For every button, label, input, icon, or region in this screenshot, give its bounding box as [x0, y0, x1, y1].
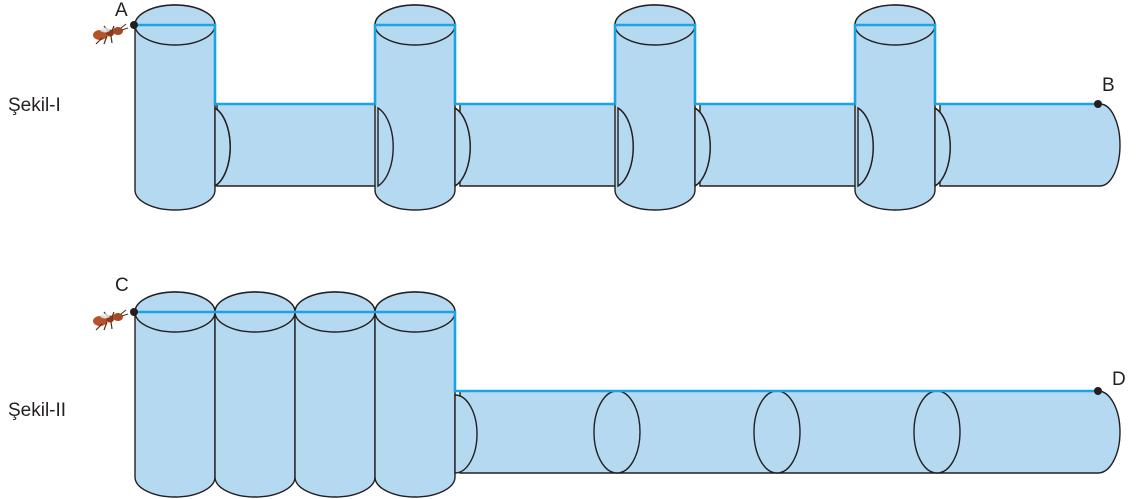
ant-icon — [92, 309, 129, 331]
point-a — [130, 21, 138, 29]
point-d-label: D — [1112, 369, 1126, 390]
tube-segment — [459, 103, 641, 187]
tube-cap — [617, 106, 634, 188]
tube-segment — [699, 103, 881, 187]
figure-1-tube-caps — [214, 106, 951, 188]
tube-cap — [934, 106, 951, 188]
ant-icon — [92, 23, 129, 45]
figure-1-label: Şekil-I — [8, 95, 61, 116]
tube-cap — [377, 106, 394, 188]
point-d — [1094, 387, 1102, 395]
tube-cap — [694, 106, 711, 188]
point-c-label: C — [115, 275, 129, 296]
point-b — [1094, 100, 1102, 108]
tube-cap — [454, 394, 478, 474]
tube-segment — [939, 103, 1121, 187]
figure-2-label: Şekil-II — [8, 400, 66, 421]
point-c — [130, 308, 138, 316]
tube-ring — [593, 390, 641, 474]
point-b-label: B — [1102, 75, 1115, 96]
figure-2: Şekil-II C D — [8, 275, 1126, 498]
tube-segment — [216, 103, 401, 187]
tube-cap — [857, 106, 874, 188]
tube-ring — [753, 390, 801, 474]
point-a-label: A — [115, 0, 128, 21]
ant-path-1 — [135, 23, 1098, 106]
figure-2-vertical-cylinders — [134, 291, 456, 498]
tube-ring — [913, 390, 961, 474]
figure-1: Şekil-I — [8, 0, 1121, 211]
ant-path-2 — [135, 310, 1098, 393]
tube-cap — [454, 106, 471, 188]
